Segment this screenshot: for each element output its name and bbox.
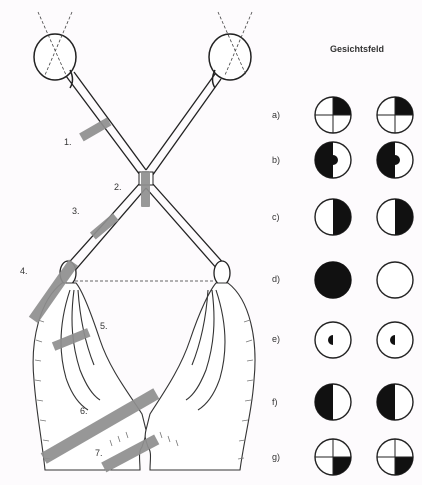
- field-row-f: f): [272, 384, 413, 420]
- right-eye-field: [377, 384, 413, 420]
- field-row-e: e): [272, 322, 413, 358]
- field-row-b: b): [272, 142, 413, 178]
- optic-nerves: [66, 72, 221, 176]
- field-row-label: b): [272, 155, 280, 165]
- lesion-marker-2: 2.: [114, 182, 122, 192]
- field-row-d: d): [272, 262, 413, 298]
- field-row-g: g): [272, 439, 413, 475]
- visual-field-title: Gesichtsfeld: [330, 44, 384, 54]
- field-row-label: a): [272, 110, 280, 120]
- left-eye: [34, 12, 76, 88]
- left-eye-field: [315, 322, 351, 358]
- field-row-label: d): [272, 274, 280, 284]
- right-eye-field: [377, 97, 413, 133]
- left-eye-field: [315, 199, 351, 235]
- right-eye-field: [377, 322, 413, 358]
- lesion-marker-1: 1.: [64, 137, 72, 147]
- left-eye-field: [315, 439, 351, 475]
- right-eye-field: [377, 439, 413, 475]
- left-eye-field: [315, 262, 351, 298]
- visual-field-rows: a) b): [272, 97, 413, 475]
- lesion-marker-3: 3.: [72, 206, 80, 216]
- right-eye-field: [377, 199, 413, 235]
- field-row-label: e): [272, 334, 280, 344]
- lesion-marker-5: 5.: [100, 321, 108, 331]
- lesion-marker-6: 6.: [80, 406, 88, 416]
- right-eye: [209, 12, 252, 88]
- left-eye-field: [315, 384, 351, 420]
- right-eye-field: [377, 142, 413, 178]
- lesion-marker-4: 4.: [20, 266, 28, 276]
- field-row-label: f): [272, 397, 278, 407]
- field-row-c: c): [272, 199, 413, 235]
- right-eye-field: [377, 262, 413, 298]
- right-lgn: [214, 261, 230, 285]
- field-row-label: c): [272, 212, 280, 222]
- field-row-label: g): [272, 452, 280, 462]
- left-eye-field: [315, 142, 351, 178]
- lesion-marker-7: 7.: [95, 448, 103, 458]
- left-eye-field: [315, 97, 351, 133]
- field-row-a: a): [272, 97, 413, 133]
- lesion-bar-2: [141, 171, 150, 207]
